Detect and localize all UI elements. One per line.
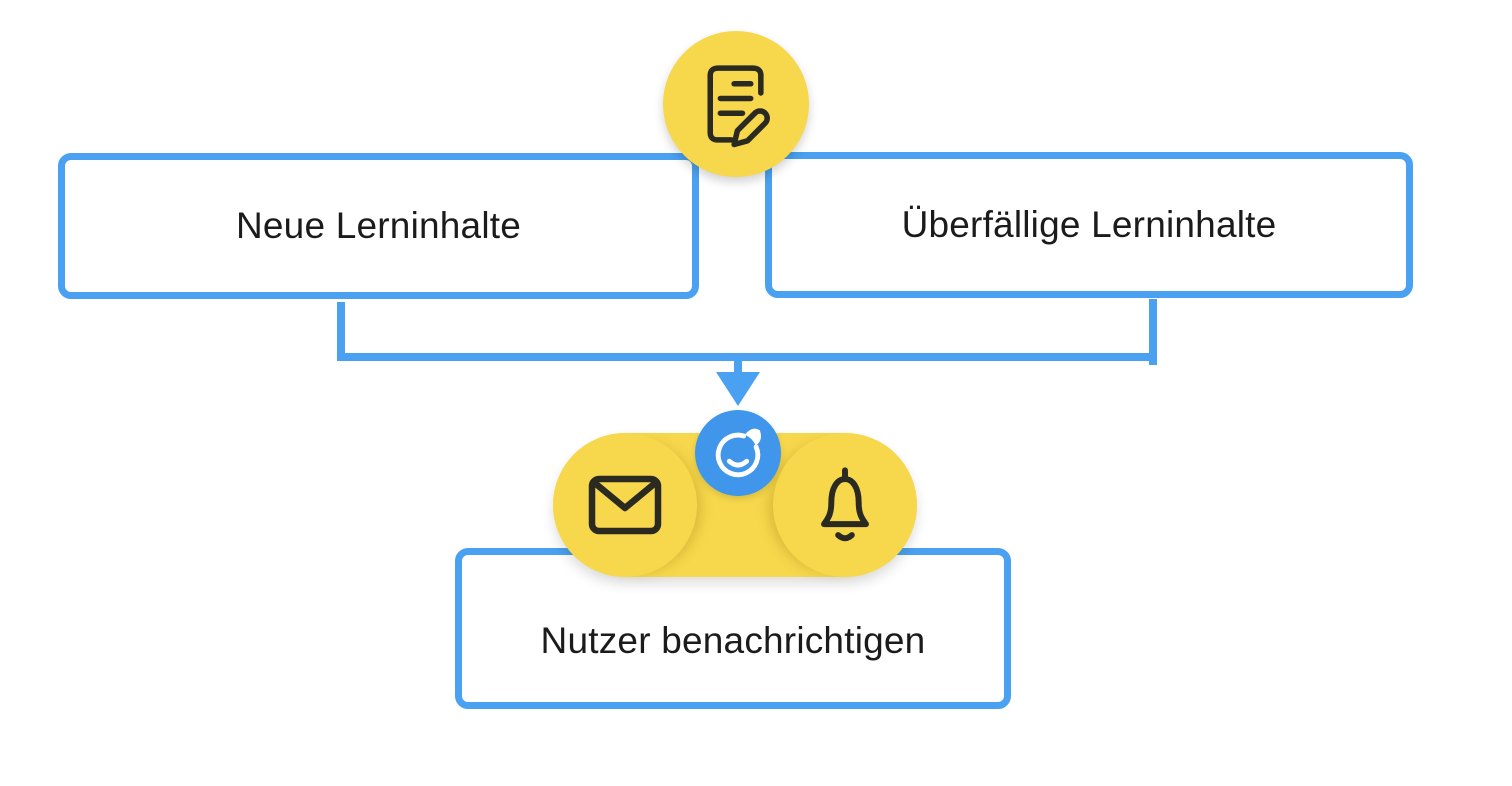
- arrow-down-icon: [716, 372, 760, 406]
- chat-smiley-logo-icon: [715, 428, 762, 478]
- bell-channel-circle: [773, 433, 917, 577]
- node-label-ueberfaellige-lerninhalte: Überfällige Lerninhalte: [901, 204, 1277, 245]
- connector-horizontal-bar: [337, 353, 1157, 361]
- mail-channel-circle: [553, 433, 697, 577]
- node-ueberfaellige-lerninhalte: Überfällige Lerninhalte: [765, 152, 1413, 298]
- content-source-badge: [663, 31, 809, 177]
- node-neue-lerninhalte: Neue Lerninhalte: [58, 153, 699, 299]
- connector-left-stub: [337, 302, 345, 361]
- app-logo-circle: [695, 410, 781, 496]
- notification-channels-pill: [553, 433, 917, 577]
- mail-icon: [588, 475, 662, 535]
- document-edit-icon: [707, 65, 770, 148]
- node-label-nutzer-benachrichtigen: Nutzer benachrichtigen: [540, 619, 926, 661]
- connector-right-stub: [1149, 299, 1157, 365]
- connector-arrow-stem: [734, 361, 742, 374]
- bell-icon: [821, 467, 869, 542]
- node-label-neue-lerninhalte: Neue Lerninhalte: [235, 205, 522, 246]
